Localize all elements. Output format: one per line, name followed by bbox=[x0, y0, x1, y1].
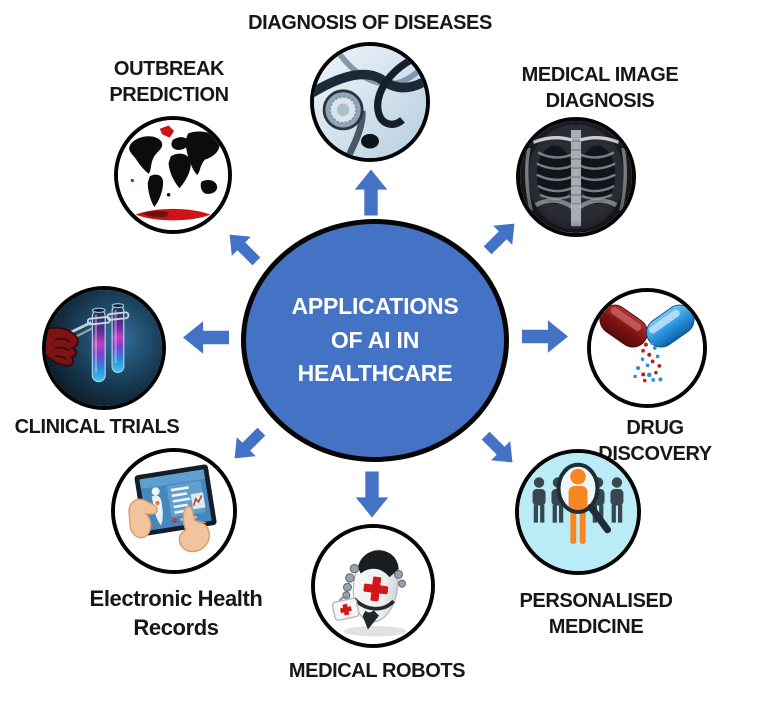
node-drug-discovery bbox=[587, 288, 707, 408]
arrow-right-icon bbox=[522, 320, 568, 353]
arrow-down-left-icon bbox=[225, 422, 272, 469]
label-diagnosis-of-diseases: DIAGNOSIS OF DISEASES bbox=[248, 12, 492, 34]
center-title: APPLICATIONS OF AI IN HEALTHCARE bbox=[291, 293, 459, 387]
node-electronic-health-records bbox=[111, 448, 237, 574]
world-map-icon bbox=[118, 120, 228, 230]
node-medical-image-diagnosis bbox=[516, 117, 636, 237]
chest-xray-icon bbox=[520, 121, 632, 233]
node-diagnosis-of-diseases bbox=[310, 42, 430, 162]
capsule-icon bbox=[591, 292, 703, 404]
arrow-down-right-icon bbox=[476, 426, 523, 473]
label-drug-discovery: DRUG DISCOVERY bbox=[598, 417, 712, 466]
arrow-up-icon bbox=[354, 169, 388, 216]
node-personalised-medicine bbox=[515, 449, 641, 575]
node-medical-robots bbox=[311, 524, 435, 648]
label-medical-robots: MEDICAL ROBOTS bbox=[288, 660, 466, 682]
stethoscope-icon bbox=[314, 46, 426, 158]
arrow-down-icon bbox=[355, 471, 389, 518]
tablet-health-record-icon bbox=[115, 452, 233, 570]
arrow-up-left-icon bbox=[220, 225, 267, 272]
magnifier-people-icon bbox=[519, 453, 637, 571]
label-electronic-health-records: Electronic Health Records bbox=[89, 586, 263, 641]
label-medical-image-diagnosis: MEDICAL IMAGE DIAGNOSIS bbox=[521, 64, 679, 113]
center-node-applications-of-ai: APPLICATIONS OF AI IN HEALTHCARE bbox=[241, 219, 509, 462]
arrow-left-icon bbox=[183, 321, 229, 354]
label-outbreak-prediction: OUTBREAK PREDICTION bbox=[109, 58, 229, 107]
label-clinical-trials: CLINICAL TRIALS bbox=[14, 416, 180, 438]
node-outbreak-prediction bbox=[114, 116, 232, 234]
medical-robot-icon bbox=[315, 528, 431, 644]
test-tubes-icon bbox=[46, 290, 162, 406]
label-personalised-medicine: PERSONALISED MEDICINE bbox=[519, 590, 673, 639]
node-clinical-trials bbox=[42, 286, 166, 410]
arrow-up-right-icon bbox=[478, 214, 525, 261]
